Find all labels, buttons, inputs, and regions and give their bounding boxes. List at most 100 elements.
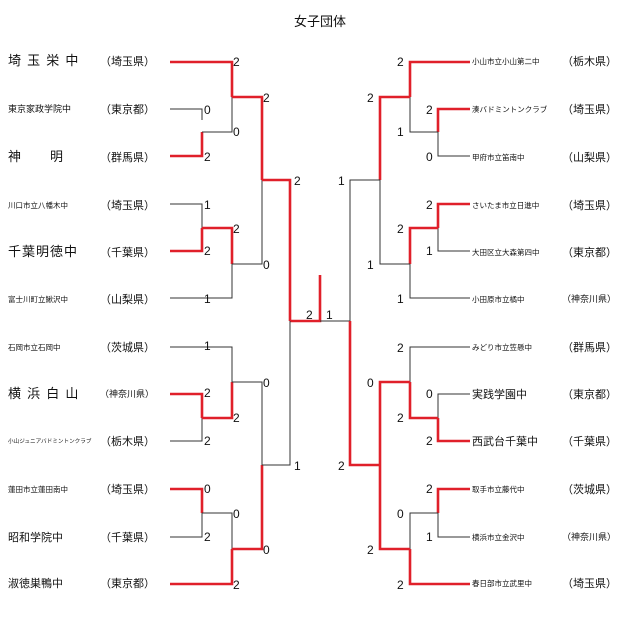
score: 1: [397, 292, 404, 306]
score: 0: [204, 482, 211, 496]
bracket-line: [437, 513, 470, 538]
score: 2: [204, 386, 211, 400]
team-prefecture: （埼玉県）: [100, 483, 155, 496]
team-name: 大田区立大森第四中: [472, 248, 540, 257]
team-prefecture: （栃木県）: [100, 435, 155, 448]
team-prefecture: （山梨県）: [562, 151, 617, 164]
score: 2: [367, 91, 374, 105]
winner-path: [232, 465, 264, 551]
team-prefecture: （栃木県）: [562, 55, 617, 68]
winner-path: [262, 178, 292, 321]
bracket-line: [437, 393, 470, 418]
winner-path: [232, 95, 264, 180]
bracket-line: [409, 346, 470, 382]
team-name: 千葉明徳中: [8, 245, 79, 260]
winner-path: [436, 487, 470, 513]
bracket-line: [409, 264, 470, 299]
winner-path: [170, 487, 204, 513]
winner-path: [436, 202, 470, 228]
score: 2: [367, 543, 374, 557]
score: 1: [426, 244, 433, 258]
winner-path: [378, 465, 410, 551]
score: 2: [204, 150, 211, 164]
score: 2: [338, 459, 345, 473]
team-prefecture: （東京都）: [562, 388, 617, 401]
team-name: 蓮田市立蓮田南中: [8, 485, 68, 494]
score: 1: [204, 198, 211, 212]
bracket-line: [170, 108, 203, 120]
team-name: 実践学園中: [472, 388, 527, 401]
team-prefecture: （千葉県）: [562, 435, 617, 448]
team-name: 埼 玉 栄 中: [8, 54, 80, 69]
score: 0: [263, 258, 270, 272]
team-prefecture: （茨城県）: [100, 341, 155, 354]
winner-path: [378, 95, 410, 180]
team-name: 甲府市立笛南中: [472, 153, 525, 162]
score: 2: [233, 55, 240, 69]
team-name: さいたま市立日進中: [472, 201, 540, 210]
final-score-right: 1: [326, 308, 333, 322]
winner-path: [170, 60, 234, 97]
score: 2: [397, 341, 404, 355]
bracket-line: [349, 179, 380, 321]
score: 0: [426, 150, 433, 164]
winner-path: [202, 226, 234, 264]
team-prefecture: （埼玉県）: [562, 577, 617, 590]
bracket-line: [170, 418, 203, 442]
team-prefecture: （東京都）: [100, 103, 155, 116]
team-name: 川口市立八幡木中: [8, 201, 68, 210]
score: 1: [294, 459, 301, 473]
team-name: 小山市立小山第二中: [472, 57, 540, 66]
score: 0: [263, 543, 270, 557]
score: 0: [204, 103, 211, 117]
winner-path: [408, 382, 438, 420]
bracket-line: [170, 513, 203, 538]
bracket-line: [232, 180, 263, 265]
team-prefecture: （埼玉県）: [562, 103, 617, 116]
team-name: みどり市立笠懸中: [472, 343, 532, 352]
score: 2: [294, 174, 301, 188]
winner-path: [436, 418, 470, 443]
team-name: 淑徳巣鴨中: [8, 577, 63, 590]
bracket-line: [437, 132, 470, 157]
team-prefecture: （神奈川県）: [562, 295, 617, 305]
bracket-line: [202, 97, 233, 133]
team-name: 石岡市立石岡中: [8, 343, 61, 352]
score: 2: [426, 482, 433, 496]
bracket-line: [409, 97, 438, 133]
team-prefecture: （埼玉県）: [562, 199, 617, 212]
bracket-line: [202, 512, 233, 549]
page-title: 女子団体: [293, 15, 346, 30]
team-prefecture: （山梨県）: [100, 293, 155, 306]
winner-path: [408, 60, 470, 97]
winner-path: [170, 392, 204, 418]
team-name: 小田原市立橘中: [472, 295, 525, 304]
winner-path: [408, 549, 470, 586]
score: 0: [233, 125, 240, 139]
winner-path: [202, 382, 234, 420]
team-name: 西武台千葉中: [472, 435, 538, 448]
score: 0: [263, 376, 270, 390]
team-name: 富士川町立鰍沢中: [8, 295, 68, 304]
score: 0: [367, 376, 374, 390]
score: 0: [426, 387, 433, 401]
team-name: 春日部市立武里中: [472, 579, 532, 588]
team-prefecture: （神奈川県）: [100, 390, 155, 400]
team-prefecture: （群馬県）: [562, 341, 617, 354]
score: 2: [397, 55, 404, 69]
score: 2: [397, 578, 404, 592]
bracket-line: [437, 228, 470, 252]
winner-path: [378, 380, 410, 465]
team-prefecture: （千葉県）: [100, 531, 155, 544]
score: 2: [233, 411, 240, 425]
bracket-line: [170, 203, 203, 228]
score: 2: [426, 198, 433, 212]
team-name: 神 明: [8, 150, 65, 165]
score: 2: [397, 411, 404, 425]
winner-path: [290, 275, 322, 323]
score: 1: [204, 339, 211, 353]
score: 1: [426, 530, 433, 544]
team-name: 東京家政学院中: [8, 105, 72, 115]
team-name: 横浜市立金沢中: [472, 533, 525, 542]
winner-path: [436, 107, 470, 132]
